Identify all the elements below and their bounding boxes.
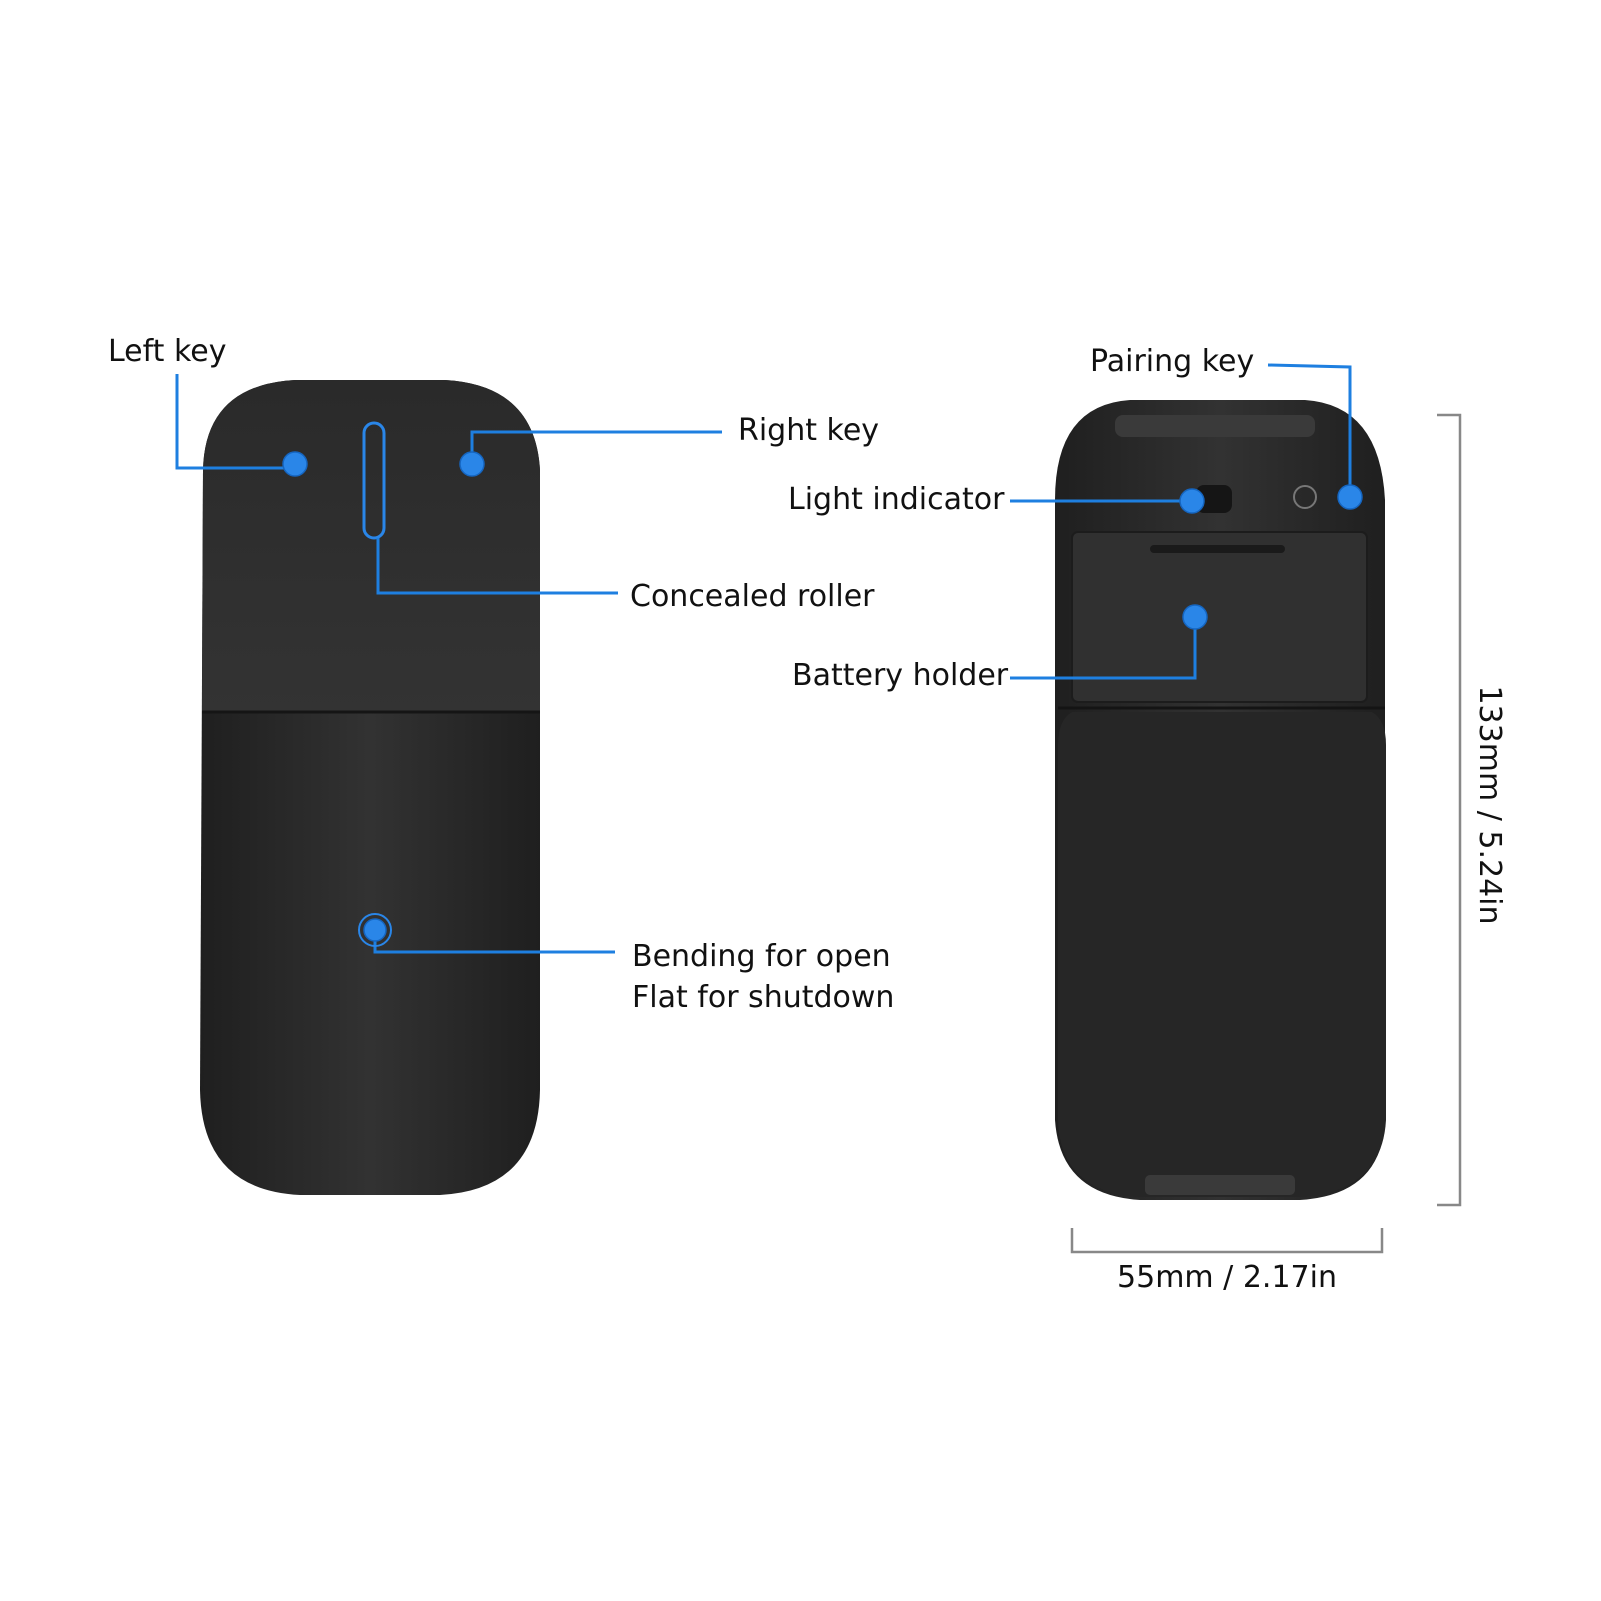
battery-cover-latch <box>1150 545 1285 553</box>
label-bending-line1: Bending for open <box>632 939 891 974</box>
label-height-dimension: 133mm / 5.24in <box>1472 685 1507 924</box>
battery-holder-dot <box>1182 604 1208 630</box>
bending-dot-ring <box>358 913 392 947</box>
callout-markers <box>175 363 1363 954</box>
label-battery-holder: Battery holder <box>792 658 1009 693</box>
width-bracket <box>1070 1228 1384 1254</box>
label-concealed-roller: Concealed roller <box>630 579 875 614</box>
pairing-key-ring <box>1293 485 1317 509</box>
pairing-key-leader <box>1267 363 1352 495</box>
label-bending-line2: Flat for shutdown <box>632 980 894 1015</box>
mouse-bottom-back-panel <box>1058 712 1386 1197</box>
dimension-brackets <box>1070 413 1462 1254</box>
label-light-indicator: Light indicator <box>788 482 1005 517</box>
left-key-leader <box>175 374 295 470</box>
top-foot-pad <box>1115 415 1315 437</box>
bending-dot <box>363 918 387 942</box>
concealed-roller-leader <box>376 538 618 595</box>
label-right-key: Right key <box>738 413 879 448</box>
mouse-bottom-view <box>1055 400 1386 1200</box>
mouse-top-view <box>200 380 540 1195</box>
pairing-key-dot <box>1337 484 1363 510</box>
right-key-dot <box>459 451 485 477</box>
label-pairing-key: Pairing key <box>1090 344 1254 379</box>
light-indicator-dot <box>1179 488 1205 514</box>
bottom-foot-pad <box>1145 1175 1295 1195</box>
battery-holder-leader <box>1010 617 1197 680</box>
mouse-top-upper-shell <box>202 380 540 712</box>
optical-sensor <box>1196 485 1232 513</box>
label-left-key: Left key <box>108 334 227 369</box>
left-key-dot <box>282 451 308 477</box>
concealed-roller-slot <box>362 421 386 540</box>
label-width-dimension: 55mm / 2.17in <box>1117 1260 1337 1295</box>
battery-cover <box>1071 531 1368 703</box>
height-bracket <box>1437 413 1462 1207</box>
